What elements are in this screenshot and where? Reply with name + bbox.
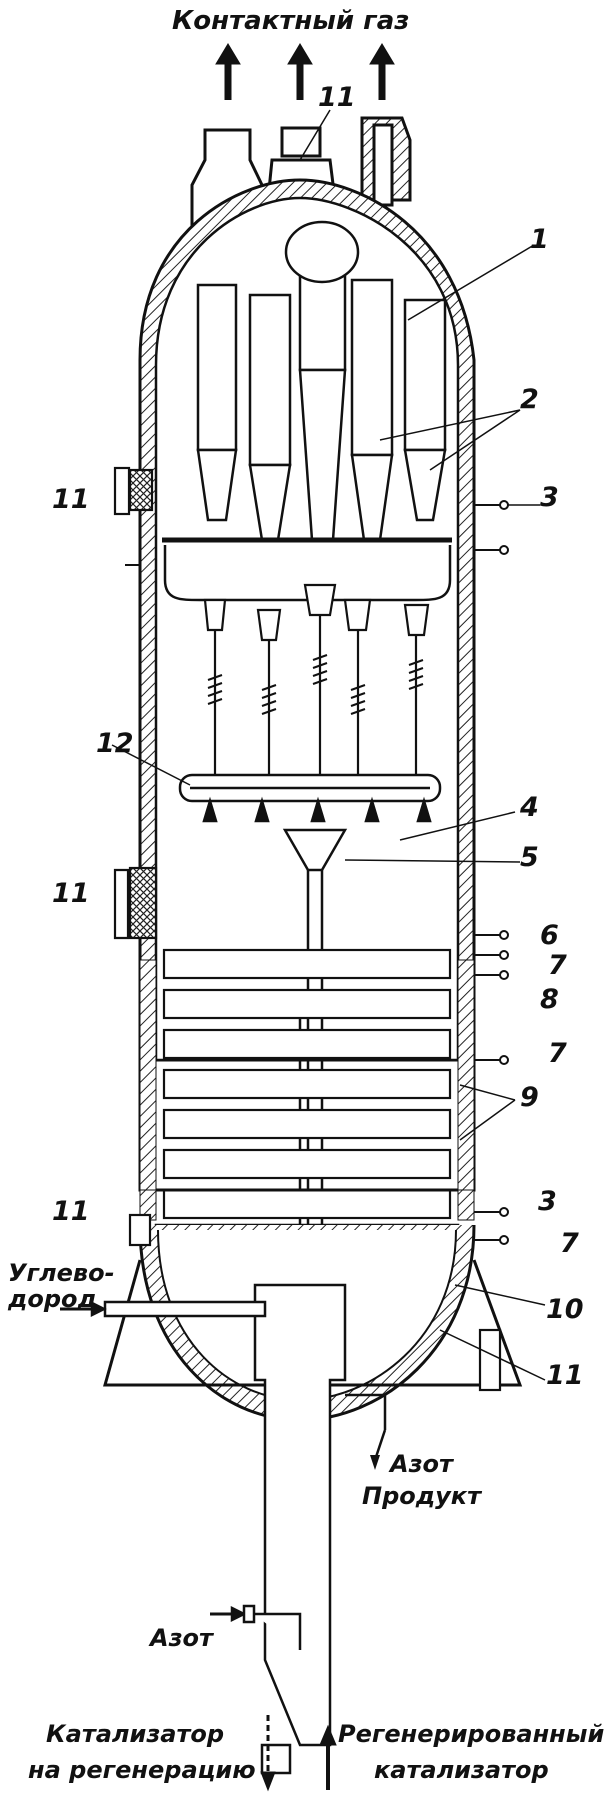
outlet-leg [253, 1283, 347, 1775]
label-catalyst-in-2: катализатор [374, 1756, 549, 1784]
outlet-arrows [215, 43, 395, 100]
num-9: 9 [520, 1082, 539, 1113]
num-7-b: 7 [548, 1038, 567, 1069]
label-catalyst-out-2: на регенерацию [28, 1756, 256, 1784]
springs [207, 654, 424, 715]
label-product: Продукт [362, 1482, 481, 1510]
label-nitrogen-left: Азот [150, 1624, 213, 1652]
flanges [113, 466, 502, 1392]
num-7-c: 7 [560, 1228, 579, 1259]
label-catalyst-in-1: Регенерированный [338, 1720, 605, 1748]
cyclones [196, 220, 447, 542]
trays [162, 948, 452, 1220]
shell-right-low [457, 1189, 475, 1221]
num-6: 6 [540, 920, 559, 951]
num-7-a: 7 [548, 950, 567, 981]
feed-pipe [60, 1300, 267, 1318]
side-nozzles [125, 500, 509, 1245]
label-hydrocarbon: Углево- дород [8, 1259, 115, 1313]
distributor-pipe [178, 773, 442, 823]
label-contact-gas: Контактный газ [172, 6, 410, 36]
num-3-bottom: 3 [538, 1186, 557, 1217]
bottom-arrows [260, 1715, 337, 1792]
num-5: 5 [520, 842, 539, 873]
num-11-top: 11 [318, 82, 356, 113]
num-3-top: 3 [540, 482, 559, 513]
num-11-left-b: 11 [52, 878, 90, 909]
shell-right [457, 959, 475, 1196]
product-arrow [370, 1455, 380, 1470]
num-11-right: 11 [546, 1360, 584, 1391]
num-10: 10 [546, 1294, 584, 1325]
nitrogen-left-line [210, 1604, 302, 1650]
diplegs [203, 583, 430, 790]
leader-lines [111, 109, 546, 1381]
num-12: 12 [96, 728, 134, 759]
num-11-left-c: 11 [52, 1196, 90, 1227]
num-1: 1 [530, 224, 549, 255]
num-4: 4 [520, 792, 539, 823]
shell-left [139, 959, 157, 1196]
label-nitrogen-right: Азот [390, 1450, 453, 1478]
label-catalyst-out-1: Катализатор [46, 1720, 225, 1748]
num-8: 8 [540, 984, 559, 1015]
num-11-left-a: 11 [52, 484, 90, 515]
num-2: 2 [520, 384, 539, 415]
